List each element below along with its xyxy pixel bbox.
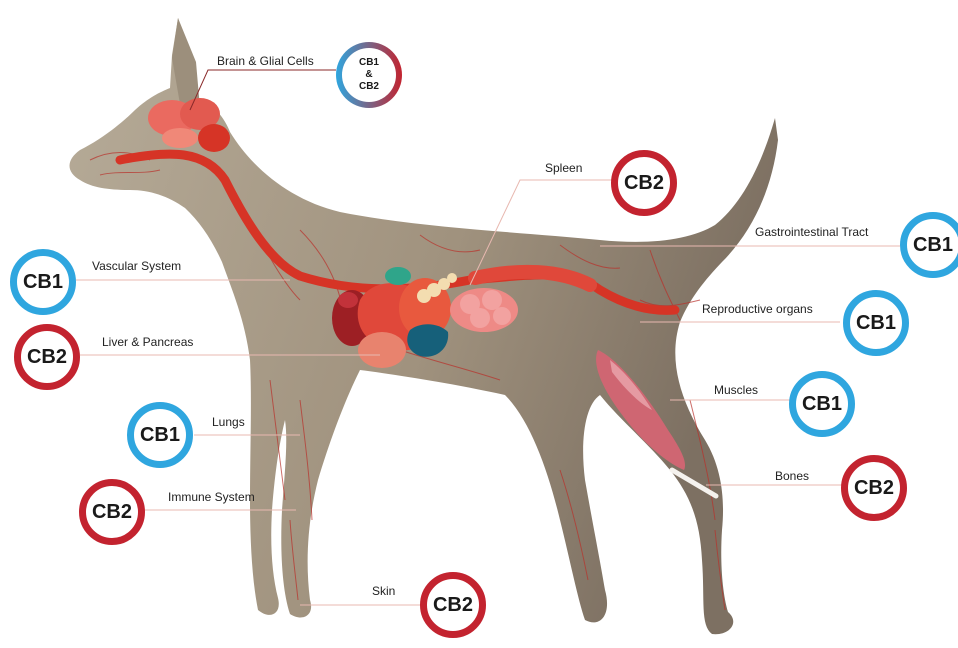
brain-receptor-badge: CB1 & CB2 (336, 42, 402, 108)
bones-receptor-badge: CB2 (841, 455, 907, 521)
bones-label: Bones (775, 469, 809, 483)
vascular-label: Vascular System (92, 259, 181, 273)
brain-label: Brain & Glial Cells (217, 54, 314, 68)
spleen-label: Spleen (545, 161, 582, 175)
liver-pancreas-receptor-badge: CB2 (14, 324, 80, 390)
brain-badge-line2: & (365, 69, 372, 81)
reproductive-label: Reproductive organs (702, 302, 813, 316)
gastrointestinal-label: Gastrointestinal Tract (755, 225, 868, 239)
reproductive-receptor-badge: CB1 (843, 290, 909, 356)
lungs-receptor-badge: CB1 (127, 402, 193, 468)
muscles-label: Muscles (714, 383, 758, 397)
muscles-receptor-badge: CB1 (789, 371, 855, 437)
vascular-receptor-badge: CB1 (10, 249, 76, 315)
spleen-receptor-badge: CB2 (611, 150, 677, 216)
immune-label: Immune System (168, 490, 255, 504)
liver-pancreas-label: Liver & Pancreas (102, 335, 193, 349)
skin-receptor-badge: CB2 (420, 572, 486, 638)
gallbladder-organ (385, 267, 411, 285)
liver-lower-lobe (358, 332, 406, 368)
gastrointestinal-receptor-badge: CB1 (900, 212, 958, 278)
immune-receptor-badge: CB2 (79, 479, 145, 545)
brain-badge-line3: CB2 (359, 81, 379, 93)
intestines-organ (450, 288, 518, 332)
lungs-label: Lungs (212, 415, 245, 429)
brain-badge-line1: CB1 (359, 57, 379, 69)
skin-label: Skin (372, 584, 395, 598)
